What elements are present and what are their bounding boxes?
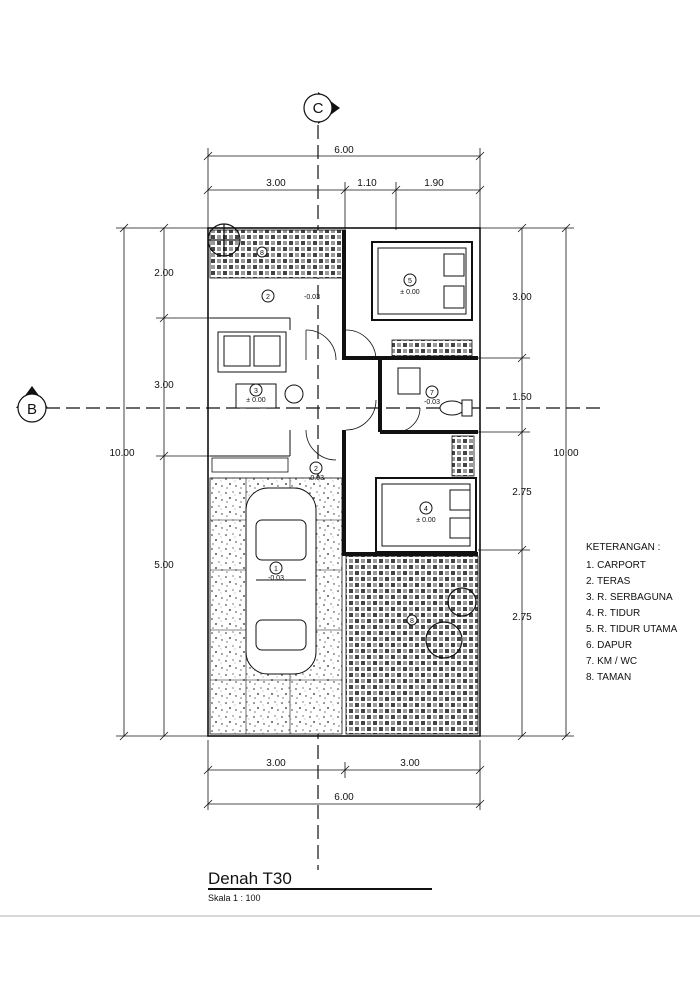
- car-icon: [245, 487, 317, 675]
- top-dimensions: [203, 148, 485, 230]
- dim-left-mid: 3.00: [154, 380, 174, 391]
- legend-item: 2. TERAS: [586, 576, 631, 587]
- svg-text:7: 7: [430, 390, 434, 397]
- dim-right-total: 10.00: [553, 448, 578, 459]
- svg-text:± 0.00: ± 0.00: [246, 397, 266, 404]
- room-tag: 8: [406, 614, 418, 626]
- wardrobe-icon: [391, 339, 473, 357]
- dim-top-right: 1.90: [424, 178, 444, 189]
- dim-right-1: 3.00: [512, 292, 532, 303]
- bottom-dimensions: [203, 740, 485, 810]
- tree-icon: [207, 223, 241, 257]
- dim-top-mid: 1.10: [357, 178, 377, 189]
- right-dimensions: [478, 223, 574, 741]
- door-swings: [305, 329, 421, 461]
- svg-text:-0.03: -0.03: [268, 575, 284, 582]
- grid-marker-c: C: [303, 92, 340, 124]
- tree-icon: [425, 587, 477, 659]
- room-tag: 8: [256, 246, 268, 258]
- svg-text:5: 5: [408, 278, 412, 285]
- grid-marker-c-label: C: [313, 100, 324, 117]
- dim-left-top: 2.00: [154, 268, 174, 279]
- legend-item: 1. CARPORT: [586, 560, 646, 571]
- legend-item: 7. KM / WC: [586, 656, 637, 667]
- svg-text:-0.03: -0.03: [424, 399, 440, 406]
- svg-text:3: 3: [254, 388, 258, 395]
- room-tag: 2 -0.03: [308, 461, 324, 482]
- dim-bottom-total: 6.00: [334, 792, 354, 803]
- legend-item: 8. TAMAN: [586, 672, 631, 683]
- room-tag: 5 ± 0.00: [400, 273, 420, 296]
- legend: KETERANGAN : 1. CARPORT 2. TERAS 3. R. S…: [586, 542, 678, 683]
- svg-text:2: 2: [314, 466, 318, 473]
- dim-top-left: 3.00: [266, 178, 286, 189]
- room-tag: 4 ± 0.00: [416, 501, 436, 524]
- room-tag: 1 -0.03: [268, 561, 284, 582]
- dim-left-total: 10.00: [109, 448, 134, 459]
- toilet-icon: [397, 367, 473, 417]
- grid-marker-b: B: [16, 386, 48, 423]
- legend-title: KETERANGAN :: [586, 542, 660, 553]
- dim-right-2: 1.50: [512, 392, 532, 403]
- dim-bottom-left: 3.00: [266, 758, 286, 769]
- svg-text:4: 4: [424, 506, 428, 513]
- svg-text:2: 2: [266, 294, 270, 301]
- bed-icon: [375, 477, 477, 553]
- legend-item: 5. R. TIDUR UTAMA: [586, 624, 678, 635]
- svg-text:1: 1: [274, 566, 278, 573]
- room-tag: 2 -0.03: [261, 289, 320, 303]
- dim-bottom-right: 3.00: [400, 758, 420, 769]
- svg-text:± 0.00: ± 0.00: [400, 289, 420, 296]
- dim-left-bottom: 5.00: [154, 560, 174, 571]
- svg-text:± 0.00: ± 0.00: [416, 517, 436, 524]
- svg-text:-0.03: -0.03: [308, 475, 324, 482]
- svg-text:-0.03: -0.03: [304, 294, 320, 301]
- plan-title: Denah T30: [208, 869, 292, 888]
- bed-icon: [371, 241, 473, 321]
- legend-item: 6. DAPUR: [586, 640, 632, 651]
- room-tag: 3 ± 0.00: [246, 383, 266, 404]
- dim-right-3: 2.75: [512, 487, 532, 498]
- svg-text:8: 8: [260, 250, 264, 257]
- plan-scale: Skala 1 : 100: [208, 893, 261, 903]
- legend-item: 3. R. SERBAGUNA: [586, 592, 673, 603]
- dim-top-total: 6.00: [334, 145, 354, 156]
- dim-right-4: 2.75: [512, 612, 532, 623]
- left-dimensions: [116, 223, 210, 741]
- svg-text:8: 8: [410, 618, 414, 625]
- room-tag: 7 -0.03: [424, 385, 440, 406]
- legend-item: 4. R. TIDUR: [586, 608, 640, 619]
- grid-marker-b-label: B: [27, 401, 37, 418]
- wardrobe-icon: [451, 435, 475, 477]
